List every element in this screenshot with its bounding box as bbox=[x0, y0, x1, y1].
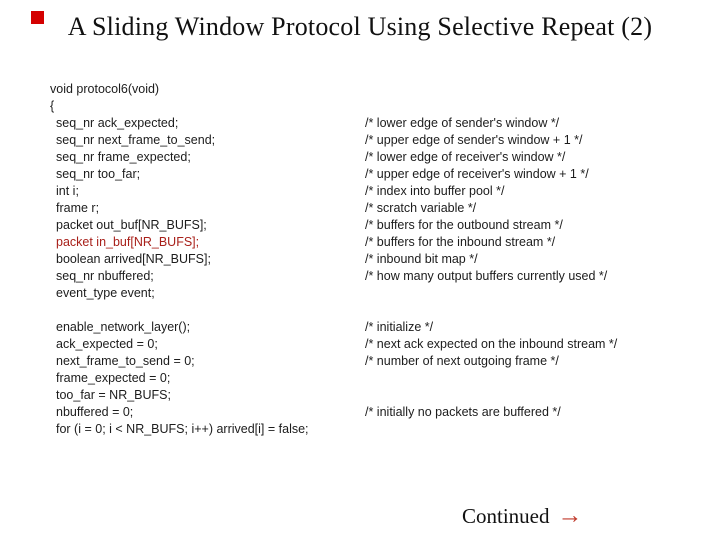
code-line: seq_nr frame_expected; /* lower edge of r… bbox=[50, 149, 710, 166]
code-comment: /* lower edge of receiver's window */ bbox=[365, 150, 566, 164]
code-text: seq_nr frame_expected; bbox=[56, 150, 191, 164]
code-text: packet in_buf[NR_BUFS]; bbox=[56, 235, 200, 249]
code-text: seq_nr next_frame_to_send; bbox=[56, 133, 216, 147]
code-comment bbox=[365, 387, 710, 404]
code-text: { bbox=[50, 99, 55, 113]
code-text bbox=[50, 302, 365, 319]
code-comment: /* initialize */ bbox=[365, 320, 434, 334]
code-text: boolean arrived[NR_BUFS]; bbox=[56, 252, 211, 266]
code-line: seq_nr next_frame_to_send; /* upper edge … bbox=[50, 132, 710, 149]
continued-note: Continued → bbox=[462, 502, 583, 529]
code-line: seq_nr ack_expected; /* lower edge of sen… bbox=[50, 115, 710, 132]
code-line: frame r; /* scratch variable */ bbox=[50, 200, 710, 217]
continued-label: Continued bbox=[462, 504, 550, 528]
code-line: frame_expected = 0; bbox=[50, 370, 710, 387]
code-text: seq_nr ack_expected; bbox=[56, 116, 179, 130]
continued-arrow-icon: → bbox=[557, 502, 583, 529]
slide-title: A Sliding Window Protocol Using Selectiv… bbox=[67, 12, 653, 41]
code-line: void protocol6(void) bbox=[50, 81, 710, 98]
code-line: enable_network_layer(); /* initialize */ bbox=[50, 319, 710, 336]
code-comment: /* buffers for the outbound stream */ bbox=[365, 218, 563, 232]
code-comment bbox=[365, 98, 710, 115]
code-comment bbox=[365, 370, 710, 387]
code-comment: /* upper edge of receiver's window + 1 *… bbox=[365, 167, 589, 181]
code-text: int i; bbox=[56, 184, 79, 198]
code-comment: /* how many output buffers currently use… bbox=[365, 269, 608, 283]
code-line: seq_nr too_far; /* upper edge of receiver… bbox=[50, 166, 710, 183]
code-comment: /* buffers for the inbound stream */ bbox=[365, 235, 556, 249]
code-comment: /* inbound bit map */ bbox=[365, 252, 478, 266]
code-comment: /* initially no packets are buffered */ bbox=[365, 405, 561, 419]
code-text: seq_nr too_far; bbox=[56, 167, 141, 181]
code-line: ack_expected = 0; /* next ack expected on… bbox=[50, 336, 710, 353]
code-line bbox=[50, 302, 710, 319]
code-text: seq_nr nbuffered; bbox=[56, 269, 154, 283]
code-comment: /* number of next outgoing frame */ bbox=[365, 354, 559, 368]
code-text: frame r; bbox=[56, 201, 100, 215]
code-text: too_far = NR_BUFS; bbox=[56, 388, 171, 402]
code-line: packet out_buf[NR_BUFS]; /* buffers for t… bbox=[50, 217, 710, 234]
code-text: next_frame_to_send = 0; bbox=[56, 354, 195, 368]
code-line: event_type event; bbox=[50, 285, 710, 302]
code-text: nbuffered = 0; bbox=[56, 405, 134, 419]
code-line: packet in_buf[NR_BUFS]; /* buffers for th… bbox=[50, 234, 710, 251]
code-line: next_frame_to_send = 0; /* number of next… bbox=[50, 353, 710, 370]
code-line: seq_nr nbuffered; /* how many output buff… bbox=[50, 268, 710, 285]
code-line: { bbox=[50, 98, 710, 115]
code-comment: /* index into buffer pool */ bbox=[365, 184, 505, 198]
code-comment: /* scratch variable */ bbox=[365, 201, 477, 215]
code-comment bbox=[365, 421, 710, 438]
code-comment: /* lower edge of sender's window */ bbox=[365, 116, 560, 130]
code-comment: /* next ack expected on the inbound stre… bbox=[365, 337, 618, 351]
code-line: boolean arrived[NR_BUFS]; /* inbound bit … bbox=[50, 251, 710, 268]
code-text: packet out_buf[NR_BUFS]; bbox=[56, 218, 207, 232]
code-text: ack_expected = 0; bbox=[56, 337, 158, 351]
code-line: nbuffered = 0; /* initially no packets ar… bbox=[50, 404, 710, 421]
red-square-logo bbox=[31, 11, 44, 24]
code-line: too_far = NR_BUFS; bbox=[50, 387, 710, 404]
code-line: for (i = 0; i < NR_BUFS; i++) arrived[i]… bbox=[50, 421, 710, 438]
code-comment bbox=[365, 285, 710, 302]
code-line: int i; /* index into buffer pool */ bbox=[50, 183, 710, 200]
code-text: enable_network_layer(); bbox=[56, 320, 191, 334]
code-text: event_type event; bbox=[56, 286, 155, 300]
code-text: frame_expected = 0; bbox=[56, 371, 171, 385]
code-text: void protocol6(void) bbox=[50, 82, 160, 96]
code-text: for (i = 0; i < NR_BUFS; i++) arrived[i]… bbox=[56, 422, 309, 436]
code-comment bbox=[365, 81, 710, 98]
code-comment: /* upper edge of sender's window + 1 */ bbox=[365, 133, 583, 147]
code-listing: void protocol6(void){seq_nr ack_expected… bbox=[50, 81, 710, 438]
code-comment bbox=[365, 302, 710, 319]
